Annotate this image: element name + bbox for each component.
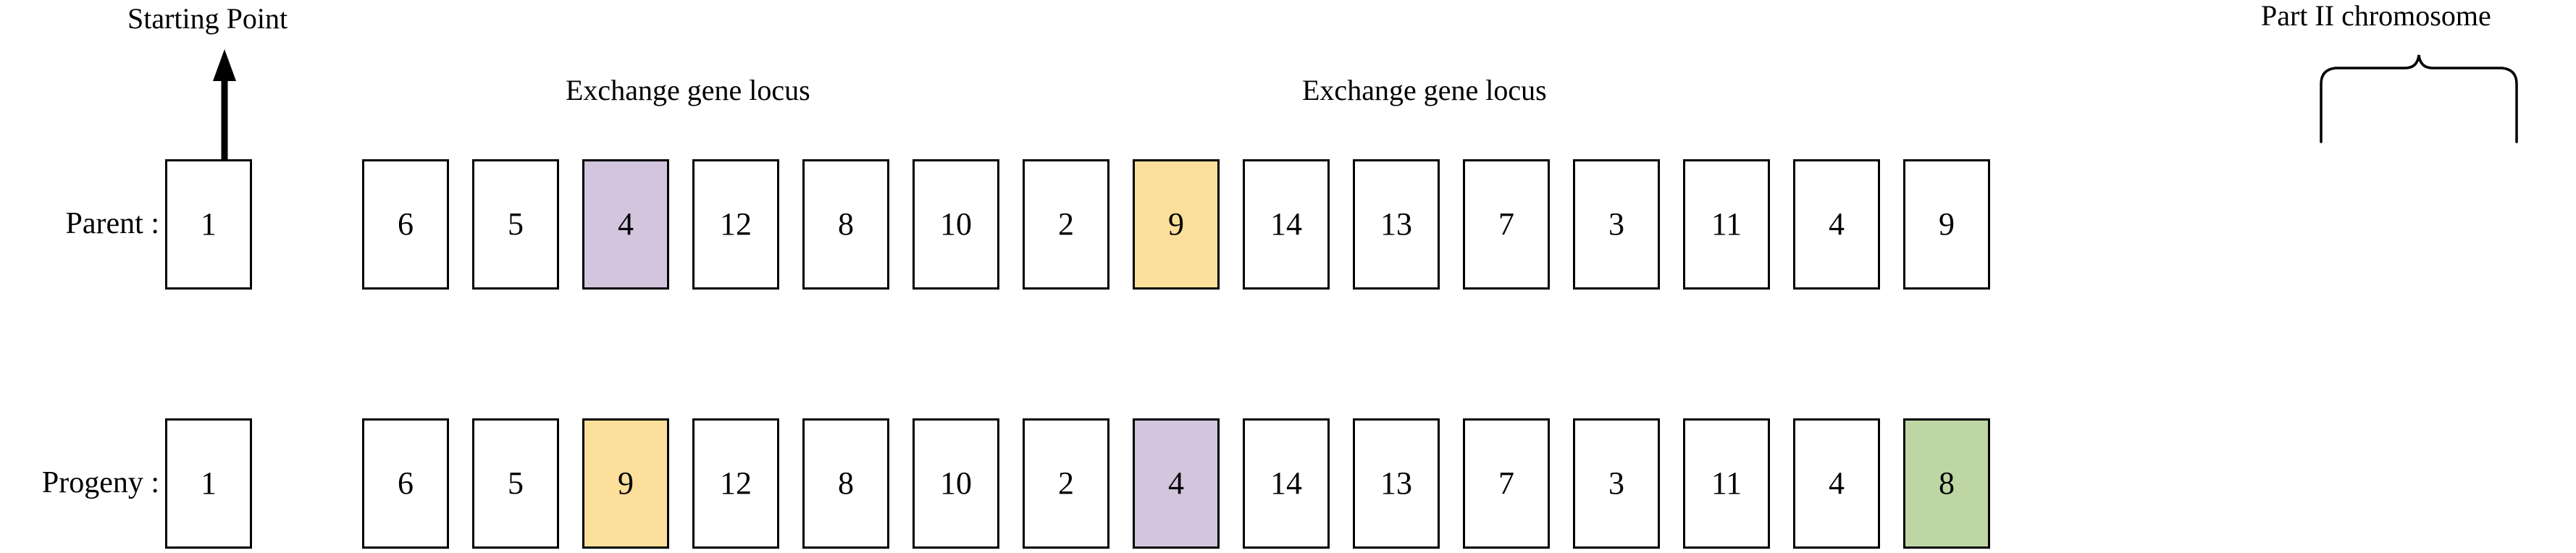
gene-box[interactable]: 2	[1023, 159, 1109, 290]
gene-box[interactable]: 8	[802, 159, 889, 290]
gene-box[interactable]: 4	[582, 159, 669, 290]
exchange-gene-locus-label-right: Exchange gene locus	[1302, 74, 1547, 106]
gene-box[interactable]: 8	[1903, 418, 1990, 549]
gene-box[interactable]: 4	[1793, 418, 1880, 549]
gene-box[interactable]: 9	[1133, 159, 1220, 290]
progeny-row-label: Progeny :	[41, 466, 159, 499]
gene-box[interactable]: 7	[1463, 159, 1550, 290]
gene-box[interactable]: 12	[692, 418, 779, 549]
gene-box[interactable]: 3	[1573, 159, 1660, 290]
gene-box[interactable]: 3	[1573, 418, 1660, 549]
gene-box[interactable]: 1	[165, 418, 252, 549]
gene-box[interactable]: 12	[692, 159, 779, 290]
gene-box[interactable]: 13	[1353, 418, 1440, 549]
gene-box[interactable]: 6	[362, 159, 449, 290]
starting-point-arrow	[213, 49, 236, 161]
gene-box[interactable]: 9	[1903, 159, 1990, 290]
gene-box[interactable]: 4	[1133, 418, 1220, 549]
gene-box[interactable]: 11	[1683, 159, 1770, 290]
starting-point-label: Starting Point	[127, 2, 288, 35]
parent-row-label: Parent :	[65, 207, 159, 240]
gene-box[interactable]: 5	[472, 159, 559, 290]
gene-box[interactable]: 14	[1243, 159, 1330, 290]
gene-box[interactable]: 2	[1023, 418, 1109, 549]
gene-box[interactable]: 1	[165, 159, 252, 290]
exchange-gene-locus-label-left: Exchange gene locus	[566, 74, 810, 106]
gene-box[interactable]: 7	[1463, 418, 1550, 549]
gene-box[interactable]: 8	[802, 418, 889, 549]
gene-box[interactable]: 9	[582, 418, 669, 549]
gene-box[interactable]: 10	[912, 418, 999, 549]
gene-box[interactable]: 13	[1353, 159, 1440, 290]
gene-box[interactable]: 11	[1683, 418, 1770, 549]
part-two-chromosome-brace	[2320, 54, 2518, 143]
gene-box[interactable]: 10	[912, 159, 999, 290]
gene-box[interactable]: 4	[1793, 159, 1880, 290]
gene-box[interactable]: 5	[472, 418, 559, 549]
gene-box[interactable]: 14	[1243, 418, 1330, 549]
part-two-chromosome-label: Part II chromosome	[2261, 0, 2491, 32]
gene-box[interactable]: 6	[362, 418, 449, 549]
